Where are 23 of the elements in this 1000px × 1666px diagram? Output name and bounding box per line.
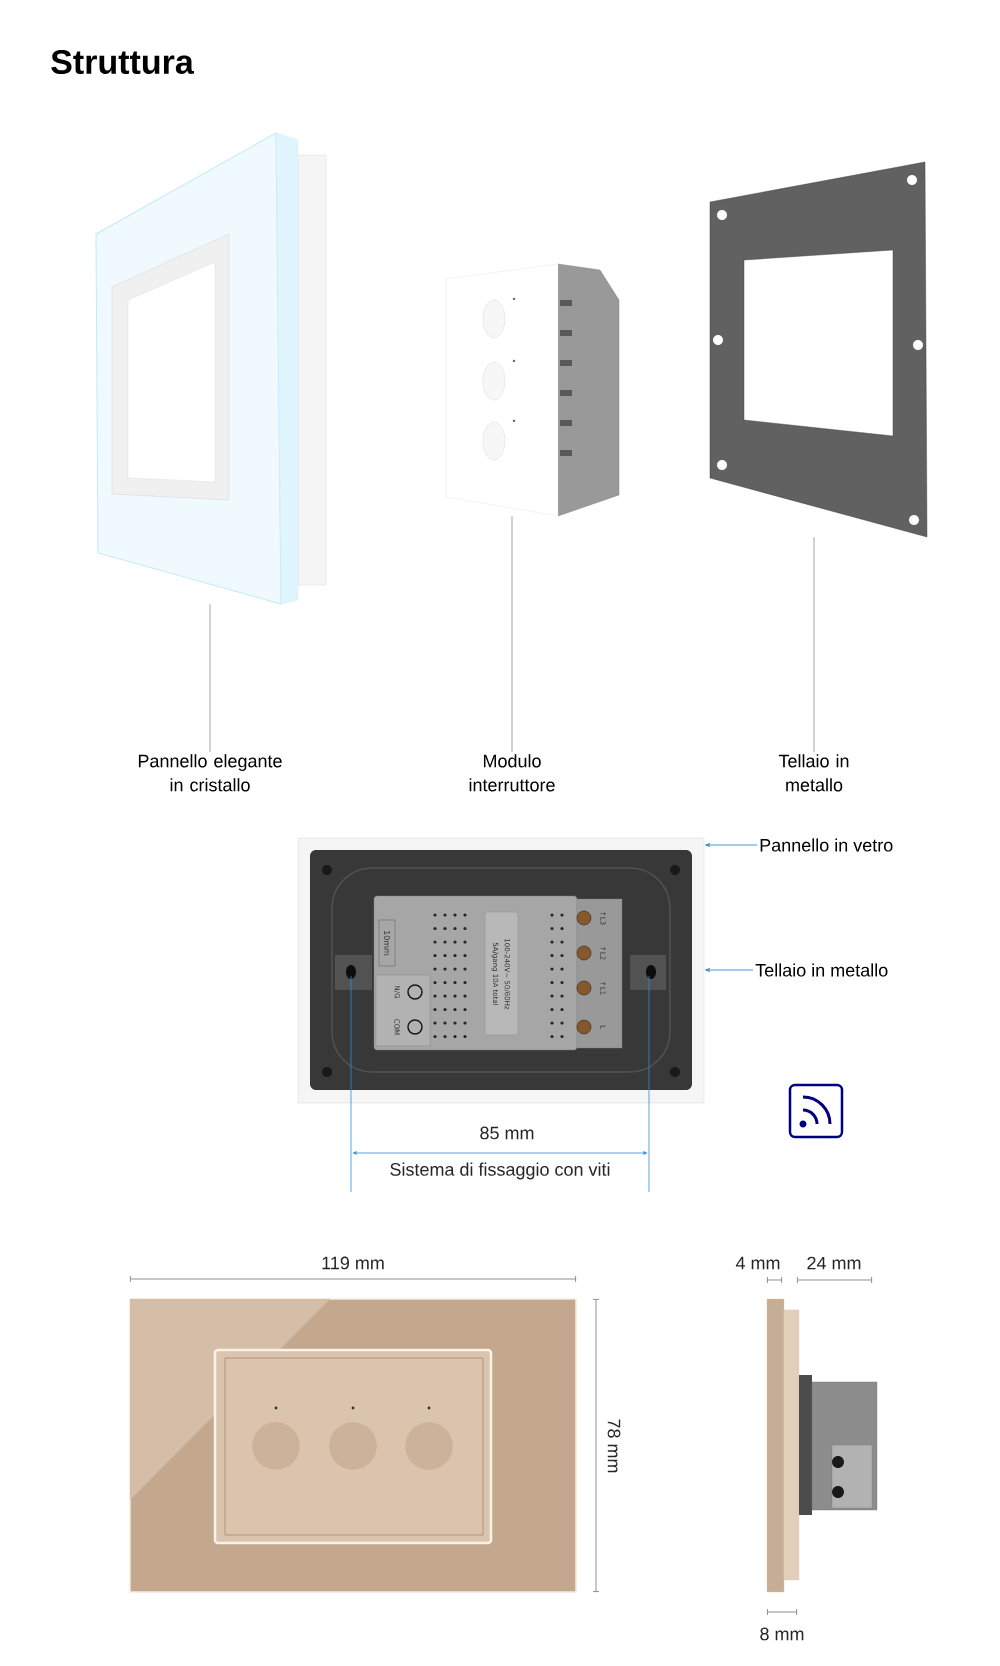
- callout-label: Tellaio in metallo: [755, 963, 888, 977]
- callout-label: Pannello elegante in cristallo: [138, 754, 282, 792]
- leader-line: [209, 603, 211, 753]
- product-marking: 10mm: [384, 931, 391, 956]
- leader-line: [813, 536, 815, 753]
- rear-view-drawing: [297, 837, 705, 1104]
- callout-label: Tellaio in metallo: [778, 754, 849, 792]
- dimension-label: 78 mm: [607, 1419, 621, 1473]
- callout-label: Pannello in vetro: [760, 838, 893, 852]
- dimension-label: 4 mm: [735, 1256, 780, 1270]
- dimension-label: 85 mm: [480, 1126, 534, 1140]
- dimension-label: 8 mm: [760, 1627, 804, 1641]
- callout-label: Modulo interruttore: [469, 754, 555, 792]
- arrow: [705, 843, 758, 847]
- leader-line: [511, 515, 513, 753]
- arrow: [705, 968, 754, 972]
- title: Struttura: [51, 49, 194, 74]
- switch-module-drawing: [445, 263, 620, 517]
- dimension-label: 24 mm: [807, 1256, 861, 1270]
- glass-frame-drawing: [95, 132, 327, 605]
- metal-frame-drawing: [709, 161, 928, 538]
- dimension-label: Sistema di fissaggio con viti: [390, 1162, 610, 1180]
- dimension-label: 119 mm: [322, 1256, 384, 1270]
